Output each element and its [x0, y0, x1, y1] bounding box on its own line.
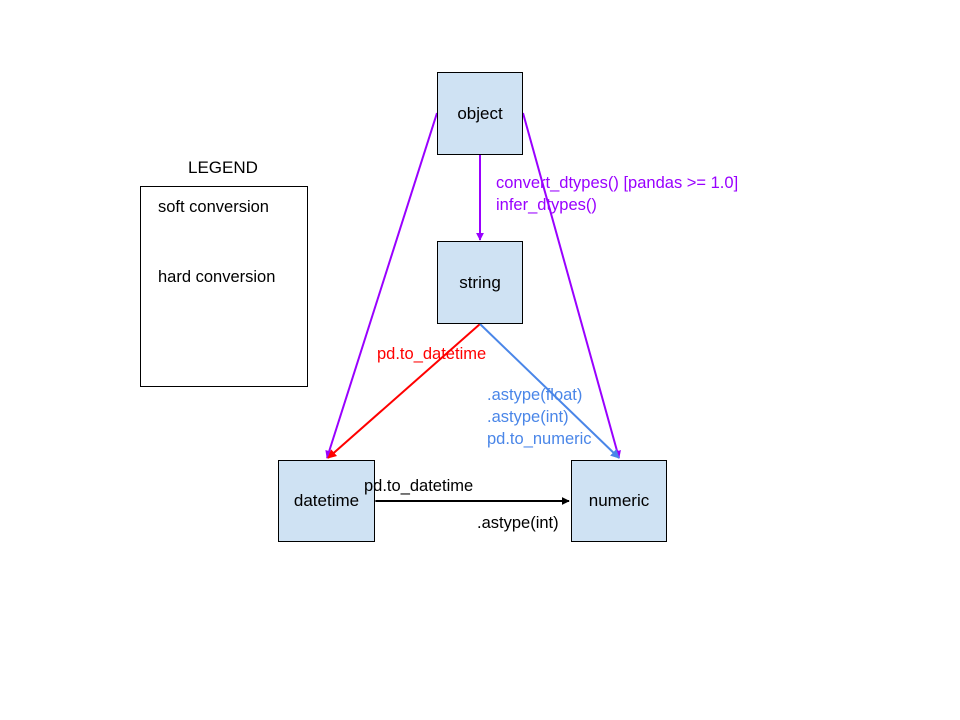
- arrow-string-to-datetime: [327, 323, 481, 459]
- node-object: object: [437, 72, 523, 155]
- node-datetime-label: datetime: [293, 491, 360, 510]
- label-astype-float: .astype(float): [487, 386, 583, 404]
- node-string: string: [437, 241, 523, 324]
- arrow-object-to-numeric: [522, 112, 621, 459]
- label-convert-dtypes: convert_dtypes() [pandas >= 1.0]: [496, 174, 739, 192]
- node-numeric-label: numeric: [588, 491, 650, 510]
- node-datetime: datetime: [278, 460, 375, 542]
- label-infer-dtypes: infer_dtypes(): [496, 196, 597, 214]
- legend-box: [140, 186, 308, 387]
- label-astype-int-string: .astype(int): [487, 408, 569, 426]
- node-string-label: string: [459, 272, 501, 292]
- legend-hard-label: hard conversion: [158, 268, 276, 286]
- legend-soft-label: soft conversion: [158, 198, 269, 216]
- label-string-to-datetime: pd.to_datetime: [377, 345, 487, 363]
- label-datetime-to-numeric: .astype(int): [477, 514, 559, 532]
- node-object-label: object: [457, 103, 503, 123]
- node-numeric: numeric: [571, 460, 667, 542]
- legend-title: LEGEND: [188, 158, 258, 177]
- arrow-string-to-numeric: [479, 323, 620, 459]
- label-numeric-to-datetime: pd.to_datetime: [364, 477, 474, 495]
- arrow-object-to-datetime: [325, 112, 438, 459]
- label-pd-to-numeric: pd.to_numeric: [487, 430, 592, 448]
